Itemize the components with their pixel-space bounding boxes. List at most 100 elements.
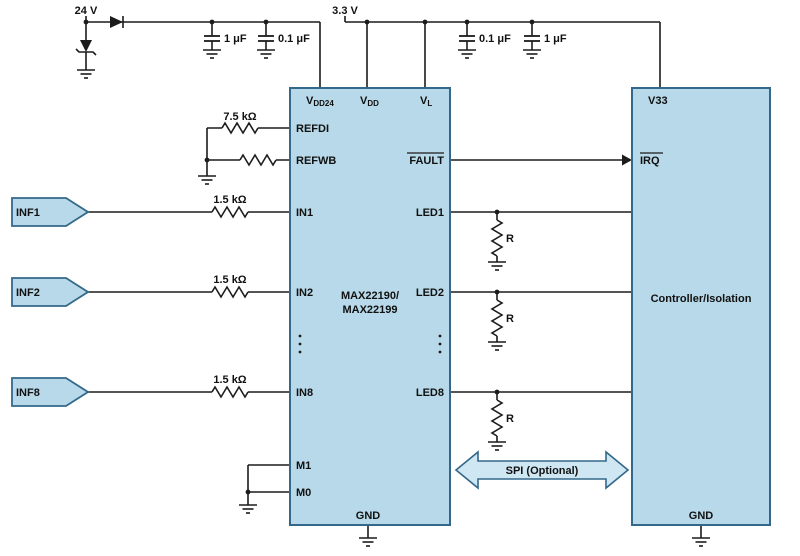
pin-label-fault: FAULT xyxy=(409,155,444,167)
pin-vdd24-base: V xyxy=(306,95,314,107)
wire-refdi-refwb xyxy=(206,127,290,176)
capacitor-symbol xyxy=(458,35,476,42)
pin-label-refwb: REFWB xyxy=(296,155,336,167)
ground-icon xyxy=(487,341,507,351)
capacitor-symbol xyxy=(523,35,541,42)
capacitor-symbol xyxy=(203,35,221,42)
pin-label-refdi: REFDI xyxy=(296,123,329,135)
resistor-symbol-refdi xyxy=(221,122,259,134)
ground-icon xyxy=(487,261,507,271)
cap-label-c2: 0.1 μF xyxy=(278,33,310,45)
pin-label-led2: LED2 xyxy=(416,287,444,299)
main-ic-name-line2: MAX22199 xyxy=(342,304,397,316)
junction-dot xyxy=(494,389,500,395)
zener-icon xyxy=(80,40,92,52)
resistor-symbol-led8 xyxy=(491,399,503,437)
input-tag-inf1 xyxy=(11,197,90,227)
wire-gnd-stubs xyxy=(367,525,702,538)
resistor-symbol-led1 xyxy=(491,219,503,257)
junction-dot xyxy=(209,19,215,25)
junction-dot xyxy=(364,19,370,25)
pin-label-m1: M1 xyxy=(296,460,311,472)
arrowhead-irq xyxy=(622,154,632,166)
junction-dot xyxy=(245,489,251,495)
pin-label-m0: M0 xyxy=(296,487,311,499)
junction-dot xyxy=(422,19,428,25)
ground-icon xyxy=(487,441,507,451)
diode-icon xyxy=(110,16,123,28)
input-tag-label-inf1: INF1 xyxy=(16,207,40,219)
ellipsis-dots-right xyxy=(438,334,442,354)
cap-label-c4: 1 μF xyxy=(544,33,567,45)
junction-dot xyxy=(464,19,470,25)
resistor-label-in1: 1.5 kΩ xyxy=(213,194,246,206)
wire-mode-pins xyxy=(247,464,290,505)
junction-dot xyxy=(263,19,269,25)
main-ic-name-line1: MAX22190/ xyxy=(341,290,399,302)
spi-label: SPI (Optional) xyxy=(506,465,579,477)
input-tag-label-inf2: INF2 xyxy=(16,287,40,299)
ground-icon xyxy=(202,49,222,59)
input-tag-inf2 xyxy=(11,277,90,307)
ground-icon xyxy=(238,504,258,514)
input-tag-inf8 xyxy=(11,377,90,407)
ground-icon xyxy=(358,537,378,547)
pin-label-v33: V33 xyxy=(648,95,668,107)
junction-dot xyxy=(529,19,535,25)
pin-label-led8: LED8 xyxy=(416,387,444,399)
pin-label-gnd-controller: GND xyxy=(689,510,714,522)
wire-24v-rail xyxy=(85,16,321,88)
ground-icon xyxy=(256,49,276,59)
spi-bus-arrow xyxy=(454,450,630,490)
pin-vdd-base: V xyxy=(360,95,368,107)
pin-vdd24-sub: DD24 xyxy=(313,99,334,108)
pin-label-irq: IRQ xyxy=(640,155,660,167)
zener-cathode-bar xyxy=(75,48,97,56)
resistor-symbol-refwb xyxy=(239,154,277,166)
wire-inputs xyxy=(88,211,290,393)
pin-label-led1: LED1 xyxy=(416,207,444,219)
pin-label-in2: IN2 xyxy=(296,287,313,299)
pin-label-in8: IN8 xyxy=(296,387,313,399)
supply-label-24v: 24 V xyxy=(75,5,98,17)
resistor-label-refdi: 7.5 kΩ xyxy=(223,111,256,123)
resistor-symbol-in8 xyxy=(211,386,249,398)
ground-icon xyxy=(522,49,542,59)
supply-label-3v3: 3.3 V xyxy=(332,5,358,17)
pin-vl-sub: L xyxy=(427,99,432,108)
pin-label-gnd-main: GND xyxy=(356,510,381,522)
resistor-symbol-in2 xyxy=(211,286,249,298)
input-tag-label-inf8: INF8 xyxy=(16,387,40,399)
junction-dot xyxy=(494,209,500,215)
pin-label-in1: IN1 xyxy=(296,207,313,219)
resistor-label-led2: R xyxy=(506,313,514,325)
resistor-symbol-led2 xyxy=(491,299,503,337)
junction-dot xyxy=(494,289,500,295)
main-ic-block xyxy=(289,87,451,526)
cap-label-c3: 0.1 μF xyxy=(479,33,511,45)
zener-diode xyxy=(75,40,97,56)
ellipsis-dots-left xyxy=(298,334,302,354)
resistor-label-in8: 1.5 kΩ xyxy=(213,374,246,386)
resistor-label-in2: 1.5 kΩ xyxy=(213,274,246,286)
wire-leds xyxy=(450,211,632,442)
capacitor-symbol xyxy=(257,35,275,42)
cap-label-c1: 1 μF xyxy=(224,33,247,45)
pin-label-vl: VL xyxy=(420,95,432,108)
resistor-label-led8: R xyxy=(506,413,514,425)
junction-dot xyxy=(83,19,89,25)
pin-label-vdd: VDD xyxy=(360,95,379,108)
wires xyxy=(85,16,702,538)
series-diode xyxy=(110,16,124,28)
wire-3v3-rail xyxy=(344,16,661,88)
pin-vdd-sub: DD xyxy=(367,99,379,108)
junction-dot xyxy=(204,157,210,163)
ground-icon xyxy=(76,69,96,79)
ground-icon xyxy=(691,537,711,547)
resistor-label-led1: R xyxy=(506,233,514,245)
pin-vl-base: V xyxy=(420,95,428,107)
resistor-symbol-in1 xyxy=(211,206,249,218)
ground-icon xyxy=(197,175,217,185)
ground-icon xyxy=(457,49,477,59)
